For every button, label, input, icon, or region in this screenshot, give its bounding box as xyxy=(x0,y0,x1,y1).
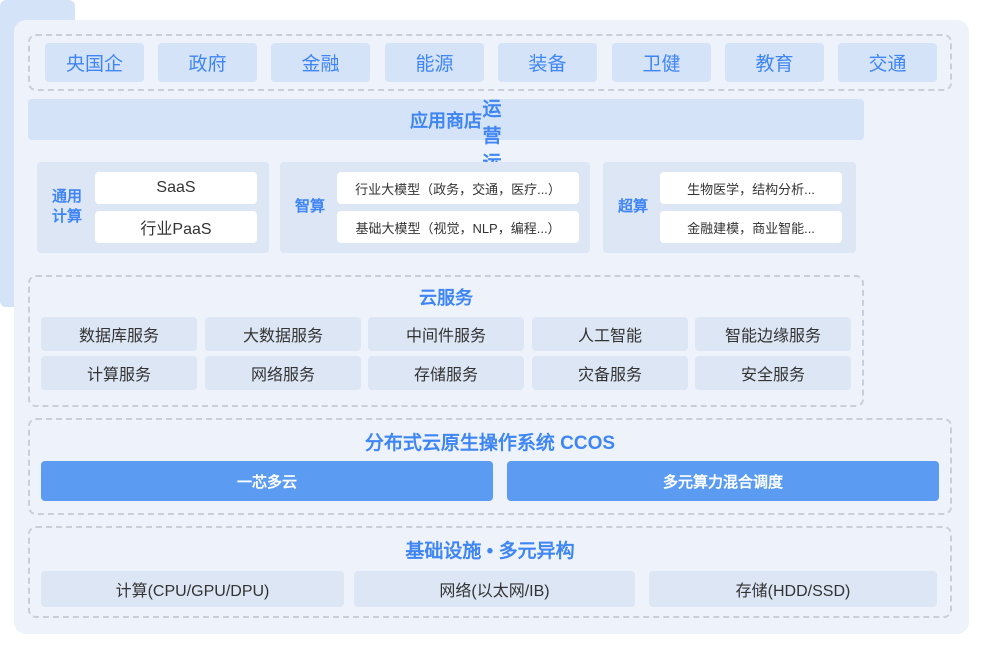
intelligent-compute-item: 行业大模型（政务，交通，医疗...） xyxy=(337,172,579,204)
infra-item: 网络(以太网/IB) xyxy=(354,571,635,607)
cloud-service-item: 安全服务 xyxy=(695,356,851,390)
infra-item: 存储(HDD/SSD) xyxy=(649,571,937,607)
infra-title: 基础设施 • 多元异构 xyxy=(405,541,575,562)
os-item: 一芯多云 xyxy=(41,461,493,501)
cloud-service-item: 中间件服务 xyxy=(368,317,524,351)
os-group xyxy=(28,418,952,515)
os-title: 分布式云原生操作系统 CCOS xyxy=(364,433,616,454)
industry-item: 政府 xyxy=(158,43,257,82)
industry-item: 教育 xyxy=(725,43,824,82)
cloud-service-item: 数据库服务 xyxy=(41,317,197,351)
cloud-service-item: 大数据服务 xyxy=(205,317,361,351)
infra-group xyxy=(28,526,952,618)
os-item: 多元算力混合调度 xyxy=(507,461,939,501)
intelligent-compute-panel: 智算 行业大模型（政务，交通，医疗...） 基础大模型（视觉，NLP，编程...… xyxy=(280,162,590,253)
cloud-services-group xyxy=(28,275,864,407)
ops-char: 运 xyxy=(482,99,502,120)
industry-item: 金融 xyxy=(271,43,370,82)
cloud-service-item: 计算服务 xyxy=(41,356,197,390)
super-compute-panel: 超算 生物医学，结构分析... 金融建模，商业智能... xyxy=(603,162,856,253)
super-compute-item: 生物医学，结构分析... xyxy=(660,172,842,204)
cloud-service-item: 灾备服务 xyxy=(532,356,688,390)
general-compute-label-line: 通用 xyxy=(51,188,82,205)
general-compute-label-line: 计算 xyxy=(51,208,82,225)
industry-item: 能源 xyxy=(385,43,484,82)
infra-item: 计算(CPU/GPU/DPU) xyxy=(41,571,344,607)
cloud-services-title: 云服务 xyxy=(419,288,473,308)
general-compute-item: 行业PaaS xyxy=(95,211,257,243)
intelligent-compute-label: 智算 xyxy=(294,198,325,215)
industries-group xyxy=(28,34,952,91)
industry-item: 卫健 xyxy=(612,43,711,82)
cloud-service-item: 人工智能 xyxy=(532,317,688,351)
general-compute-label: 通用 计算 xyxy=(45,187,89,227)
industry-item: 交通 xyxy=(838,43,937,82)
app-store-bar: 应用商店 xyxy=(28,99,864,140)
intelligent-compute-item: 基础大模型（视觉，NLP，编程...） xyxy=(337,211,579,243)
ops-char: 营 xyxy=(482,126,502,147)
cloud-service-item: 存储服务 xyxy=(368,356,524,390)
cloud-service-item: 网络服务 xyxy=(205,356,361,390)
industry-item: 装备 xyxy=(498,43,597,82)
super-compute-item: 金融建模，商业智能... xyxy=(660,211,842,243)
general-compute-item: SaaS xyxy=(95,172,257,204)
cloud-service-item: 智能边缘服务 xyxy=(695,317,851,351)
super-compute-label: 超算 xyxy=(617,198,648,215)
industry-item: 央国企 xyxy=(45,43,144,82)
general-compute-panel: 通用 计算 SaaS 行业PaaS xyxy=(37,162,269,253)
